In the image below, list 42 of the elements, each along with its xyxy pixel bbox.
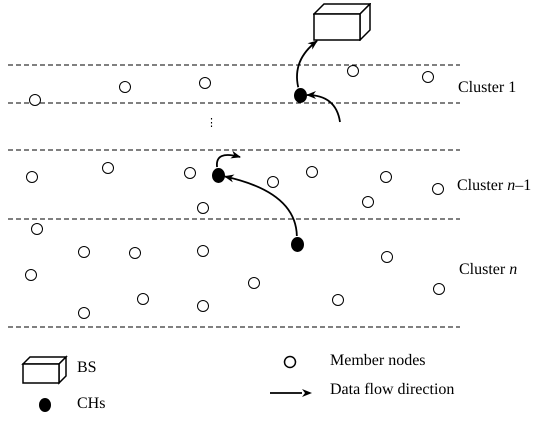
member-node-circle [78, 307, 90, 319]
arrow [224, 174, 298, 236]
member-node-circle [129, 247, 141, 259]
member-node-circle [380, 171, 392, 183]
member-node-circle [267, 176, 279, 188]
cluster-label: Cluster n–1 [457, 177, 532, 195]
member-node-circle [26, 171, 38, 183]
cluster-head-dot [212, 168, 224, 182]
member-node-circle [31, 223, 43, 235]
legend-text: CHs [77, 395, 106, 413]
member-node-circle [433, 283, 445, 295]
member-node-circle [197, 300, 209, 312]
legend-text: BS [77, 359, 97, 377]
arrow [216, 150, 241, 168]
member-node-circle [102, 162, 114, 174]
member-node-circle [248, 277, 260, 289]
cluster-head-dot [294, 88, 306, 102]
cluster-head-dot [290, 236, 304, 252]
member-node-circle [199, 77, 211, 89]
arrow [296, 40, 318, 88]
member-node-circle [184, 167, 196, 179]
member-node-circle [197, 245, 209, 257]
member-node-circle [78, 246, 90, 258]
member-node-circle [119, 81, 131, 93]
legend-text: Data flow direction [330, 381, 454, 399]
member-node-circle [306, 166, 318, 178]
member-node-circle [347, 65, 359, 77]
member-node-circle [197, 202, 209, 214]
arrow [306, 91, 341, 122]
member-node-circle [332, 294, 344, 306]
member-node-circle [432, 183, 444, 195]
member-node-circle [137, 293, 149, 305]
legend-text: Member nodes [330, 352, 426, 370]
member-node-circle [25, 269, 37, 281]
cluster-label: Cluster n [459, 261, 518, 279]
base-station-icon [313, 3, 371, 41]
member-node-circle [422, 71, 434, 83]
ellipsis-mark: ⋮ [206, 117, 217, 129]
member-node-circle [29, 94, 41, 106]
member-node-circle [381, 251, 393, 263]
member-node-circle [362, 196, 374, 208]
cluster-label: Cluster 1 [458, 79, 516, 97]
